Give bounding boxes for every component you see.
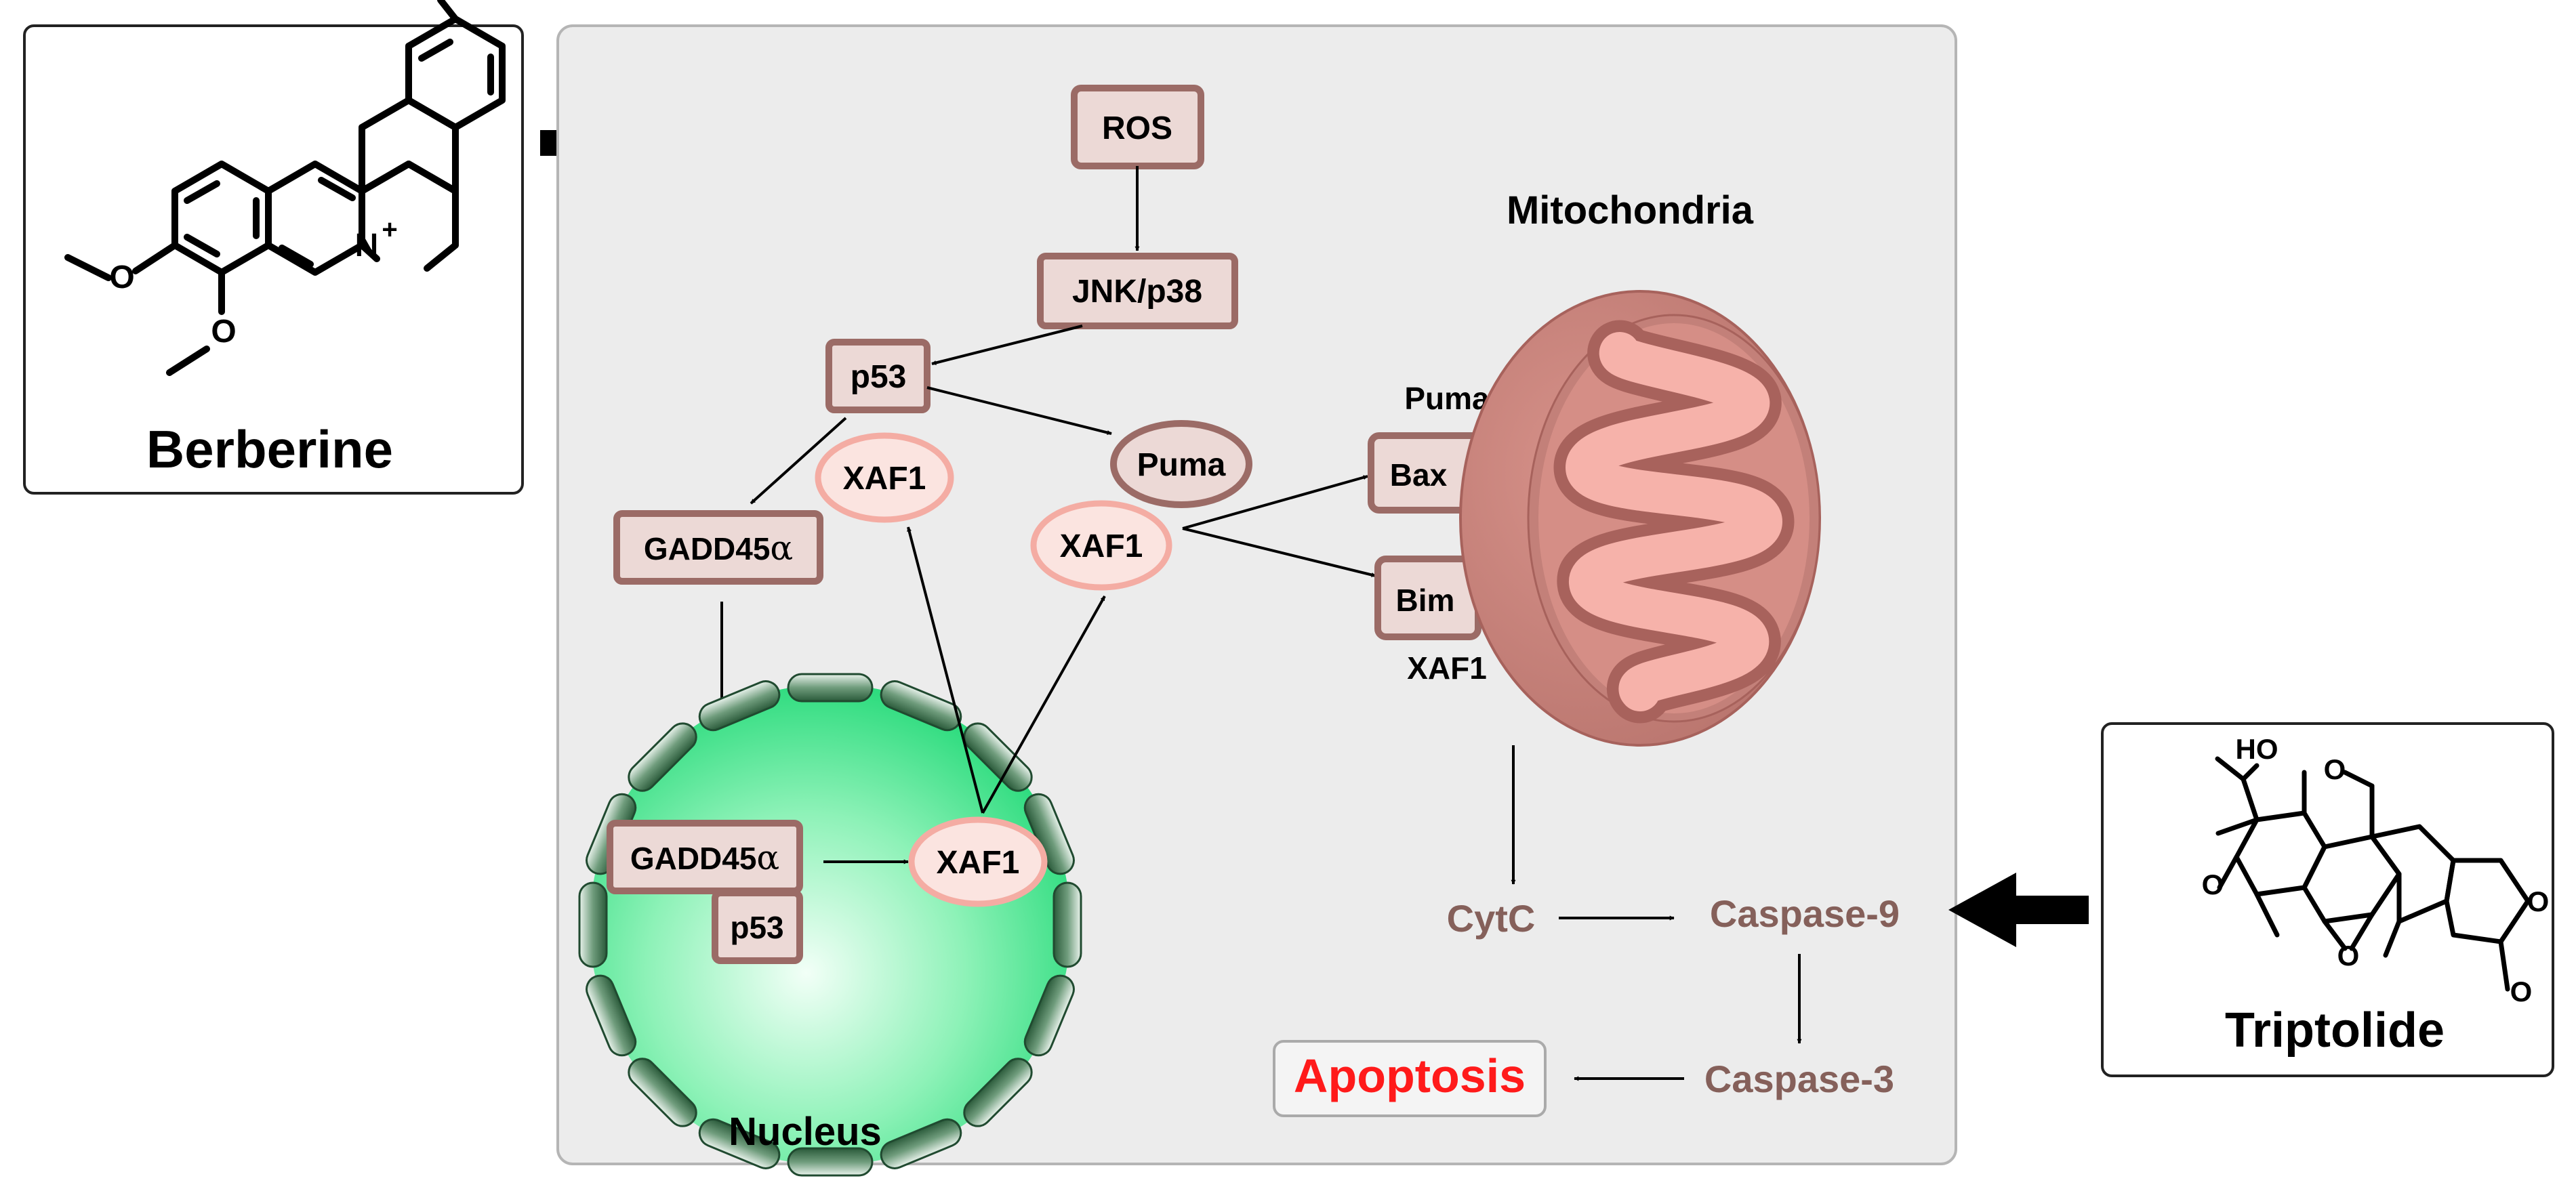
svg-text:O: O — [2324, 753, 2346, 785]
nuclear-pore-segment — [1052, 881, 1082, 968]
svg-text:O: O — [211, 314, 236, 350]
mitochondria-label: Mitochondria — [1507, 188, 1754, 232]
p53-node: p53 — [825, 339, 931, 413]
xaf1-node-a: XAF1 — [815, 432, 954, 523]
xaf1-export-arrow-a — [907, 526, 984, 814]
xaf1-bim-arrow — [1182, 527, 1376, 577]
svg-text:O: O — [109, 259, 134, 295]
jnk-p53-arrow — [931, 325, 1083, 365]
xaf1-a-label: XAF1 — [843, 461, 926, 497]
berberine-name: Berberine — [146, 419, 393, 479]
nuclear-pore-segment — [628, 722, 697, 792]
apoptosis-label: Apoptosis — [1294, 1049, 1526, 1102]
cytc-label: CytC — [1447, 897, 1536, 940]
nuclear-pore-segment — [787, 673, 874, 703]
puma-oval-label: Puma — [1137, 447, 1226, 483]
bim-node: Bim — [1374, 556, 1481, 640]
berberine-structure-icon — [64, 0, 506, 376]
triptolide-atom-labels: HO O O O O O — [2202, 733, 2550, 1007]
svg-text:O: O — [2337, 940, 2360, 972]
xaf1-export-arrow-b — [981, 596, 1106, 814]
berberine-frame — [23, 24, 524, 495]
nuclear-pore-segment — [698, 680, 781, 732]
xaf1-bax-arrow — [1182, 475, 1368, 530]
triptolide-ho: HO — [2236, 733, 2278, 765]
nuclear-pore-segment — [586, 974, 637, 1057]
berberine-atom-labels: O O N + — [109, 215, 397, 350]
mitochondria-icon — [1459, 290, 1821, 747]
svg-text:O: O — [2202, 869, 2224, 900]
apoptosis-node: Apoptosis — [1273, 1040, 1547, 1117]
xaf1-b-label: XAF1 — [1060, 528, 1143, 564]
puma-node: Puma — [1110, 420, 1252, 508]
p53-top-label: p53 — [851, 359, 907, 395]
gadd45-node: GADD45α — [613, 510, 823, 585]
p53-nucleus-node: p53 — [712, 890, 803, 964]
bim-label: Bim — [1396, 583, 1455, 618]
nuclear-pore-segment — [963, 722, 1033, 792]
jnk-label: JNK/p38 — [1072, 274, 1202, 310]
caspase9-label: Caspase-9 — [1710, 892, 1900, 935]
nucleus-icon — [578, 673, 1082, 1177]
p53-puma-arrow — [926, 386, 1112, 435]
gadd45-top-text: GADD45α — [644, 528, 793, 568]
nuclear-pore-segment — [880, 1118, 962, 1169]
xaf1-nucleus-label: XAF1 — [937, 845, 1020, 881]
xaf1-nucleus-node: XAF1 — [908, 816, 1048, 907]
nuclear-pore-segment — [578, 881, 608, 968]
nucleus-label: Nucleus — [729, 1110, 882, 1154]
puma-text: Puma — [1404, 381, 1490, 416]
berberine-charge: + — [382, 215, 397, 245]
nuclear-pore-segment — [698, 1118, 781, 1169]
nuclear-pore-segment — [963, 1058, 1033, 1127]
triptolide-name: Triptolide — [2225, 1003, 2445, 1058]
triptolide-casp9-arrow — [1948, 873, 2089, 947]
triptolide-structure-icon — [2215, 756, 2531, 992]
bax-label: Bax — [1390, 457, 1448, 493]
berberine-panel: O O N + Berberine — [23, 0, 524, 495]
caspase3-label: Caspase-3 — [1704, 1058, 1894, 1100]
xaf1-text: XAF1 — [1407, 650, 1487, 686]
ros-node: ROS — [1071, 85, 1204, 169]
svg-text:O: O — [2510, 976, 2533, 1007]
p53-gadd-arrow — [750, 417, 847, 505]
gadd45-nucleus-text: GADD45α — [630, 838, 779, 877]
svg-text:O: O — [2527, 885, 2550, 917]
gadd45-nucleus-node: GADD45α — [607, 820, 803, 894]
xaf1-node-b: XAF1 — [1030, 500, 1172, 591]
nuclear-pore-segment — [628, 1058, 697, 1127]
jnk-node: JNK/p38 — [1037, 253, 1238, 329]
triptolide-frame — [2101, 722, 2554, 1077]
triptolide-panel: HO O O O O O Triptolide — [2101, 722, 2554, 1077]
berberine-n-plus: N — [355, 228, 379, 264]
nuclear-pore-segment — [787, 1147, 874, 1177]
nuclear-pore-segment — [1023, 974, 1075, 1057]
p53-nucleus-label: p53 — [730, 910, 783, 945]
ros-label: ROS — [1102, 110, 1172, 146]
